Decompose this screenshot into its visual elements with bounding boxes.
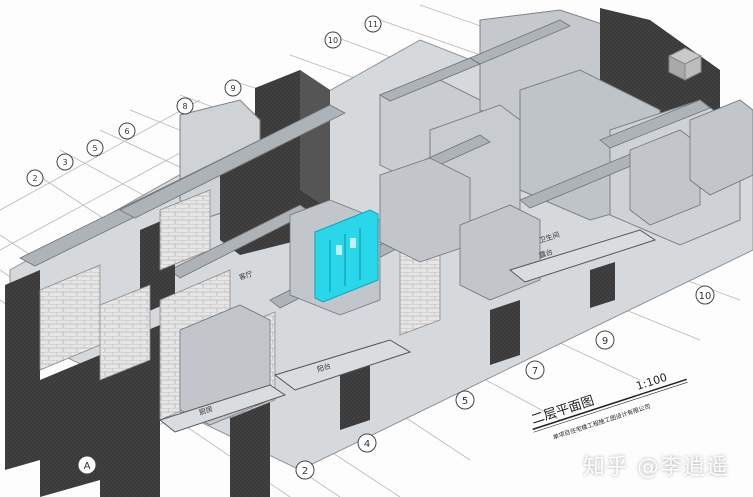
back-axis-bubbles [26, 15, 382, 187]
axis-label: 10 [328, 36, 338, 45]
axis-label: 3 [62, 158, 67, 167]
drawing-title-block: 二层平面图 1:100 单项目住宅楼工程施工图设计有限公司 [530, 371, 688, 441]
axis-label: A [84, 461, 91, 472]
axis-label: 5 [462, 396, 468, 407]
axis-label: 5 [92, 144, 97, 153]
axis-label: 2 [32, 174, 37, 183]
room-tag: 厨房 [198, 404, 214, 417]
axis-label: 10 [699, 291, 712, 302]
structural-columns [5, 215, 615, 497]
room-tag: 阳台 [316, 361, 332, 374]
axis-label: 9 [602, 336, 608, 347]
front-axis-bubbles [77, 285, 715, 480]
room-tag: 客厅 [238, 269, 254, 282]
drawing-scale: 1:100 [635, 371, 669, 393]
partitions [179, 99, 753, 426]
view-cube-icon[interactable] [665, 44, 705, 84]
highlighted-wall[interactable] [314, 209, 379, 303]
axis-label: 4 [364, 439, 370, 450]
axis-label: 2 [302, 466, 308, 477]
axis-label: 11 [368, 20, 378, 29]
back-axis-labels: 2 3 5 6 8 9 10 11 [32, 20, 378, 183]
axis-label: 6 [124, 127, 129, 136]
axis-label: 8 [182, 102, 187, 111]
axis-label: 7 [532, 366, 538, 377]
watermark: 知乎 @李逍遥 [583, 455, 729, 480]
axis-label: 9 [230, 84, 235, 93]
room-tag: 露台 [538, 247, 554, 260]
balconies [158, 229, 657, 433]
front-axis-labels: A 2 4 5 7 9 10 [84, 291, 712, 477]
